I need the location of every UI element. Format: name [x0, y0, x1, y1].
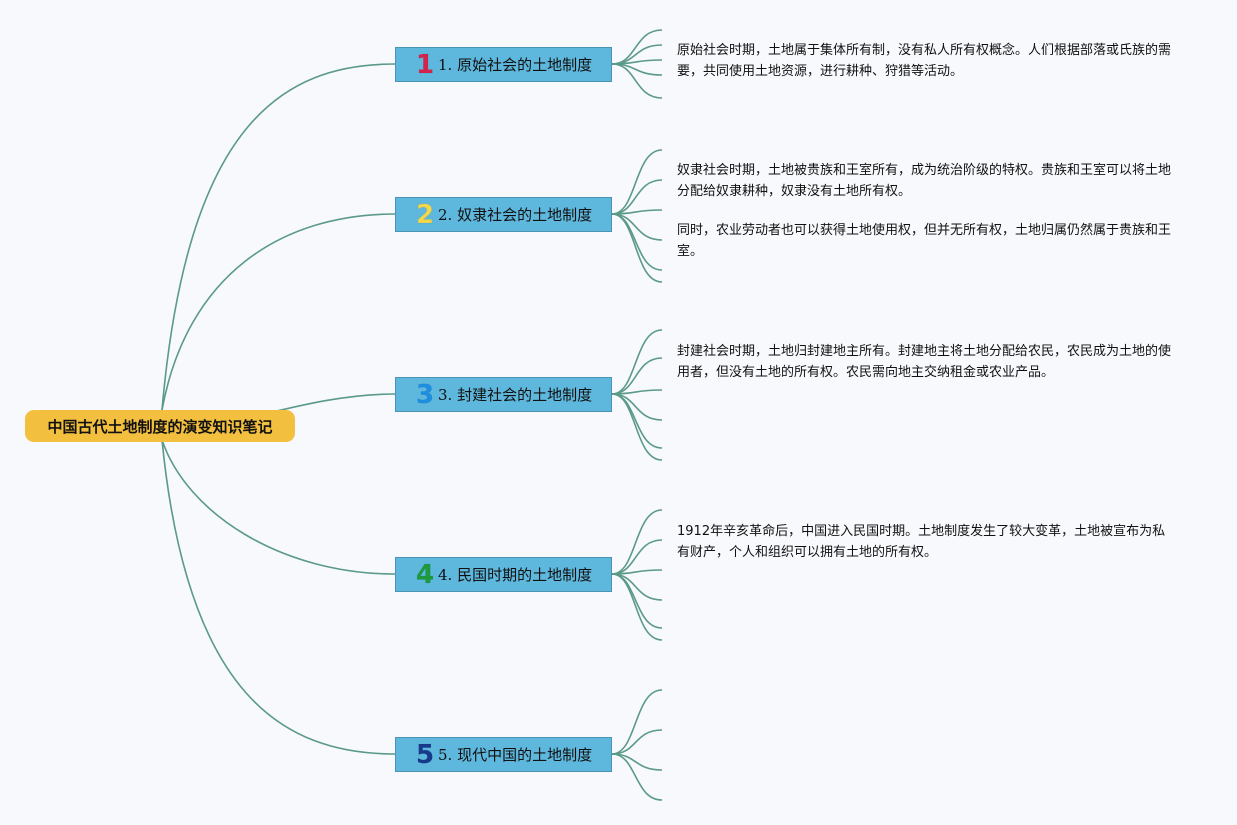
connector-root-branch-2	[161, 213, 396, 411]
connector-branch-4-leaf-2	[611, 539, 663, 575]
note-text: 1912年辛亥革命后，中国进入民国时期。土地制度发生了较大变革，土地被宣布为私有…	[677, 524, 1166, 560]
note-text: 原始社会时期，土地属于集体所有制，没有私人所有权概念。人们根据部落或氏族的需要，…	[677, 43, 1172, 79]
branch-1-note: 原始社会时期，土地属于集体所有制，没有私人所有权概念。人们根据部落或氏族的需要，…	[677, 40, 1172, 82]
connector-branch-5-leaf-2	[611, 729, 663, 755]
connector-root-branch-4	[161, 439, 396, 575]
connector-branch-3-leaf-6	[611, 393, 663, 461]
branch-2-label: 2. 奴隶社会的土地制度	[438, 206, 593, 224]
connector-root-branch-5	[161, 439, 396, 755]
connector-branch-1-leaf-1	[611, 29, 663, 65]
note-text: 封建社会时期，土地归封建地主所有。封建地主将土地分配给农民，农民成为土地的使用者…	[677, 344, 1172, 380]
branch-1-label: 1. 原始社会的土地制度	[438, 56, 593, 74]
connector-branch-2-leaf-5	[611, 213, 663, 271]
connector-branch-4-leaf-5	[611, 573, 663, 629]
branch-5-label: 5. 现代中国的土地制度	[438, 746, 593, 764]
branch-2-note: 奴隶社会时期，土地被贵族和王室所有，成为统治阶级的特权。贵族和王室可以将土地分配…	[677, 160, 1172, 262]
number-3-icon: 3	[415, 379, 435, 410]
connector-branch-2-leaf-6	[611, 213, 663, 283]
connector-root-branch-1	[161, 63, 396, 411]
connector-branch-4-leaf-1	[611, 509, 663, 575]
branch-3-topic[interactable]: 3 3. 封建社会的土地制度	[395, 377, 612, 412]
connector-branch-3-leaf-2	[611, 357, 663, 395]
connector-branch-3-leaf-5	[611, 393, 663, 449]
root-topic-label: 中国古代土地制度的演变知识笔记	[47, 417, 273, 436]
number-5-icon: 5	[415, 739, 435, 770]
branch-4-label: 4. 民国时期的土地制度	[438, 566, 593, 584]
connector-branch-2-leaf-2	[611, 179, 663, 215]
branch-5-topic[interactable]: 5 5. 现代中国的土地制度	[395, 737, 612, 772]
connector-branch-2-leaf-4	[611, 213, 663, 241]
number-1-icon: 1	[415, 49, 435, 80]
connector-branch-5-leaf-4	[611, 753, 663, 801]
branch-4-topic[interactable]: 4 4. 民国时期的土地制度	[395, 557, 612, 592]
connector-branch-5-leaf-1	[611, 689, 663, 755]
note-text: 奴隶社会时期，土地被贵族和王室所有，成为统治阶级的特权。贵族和王室可以将土地分配…	[677, 163, 1172, 199]
branch-1-topic[interactable]: 1 1. 原始社会的土地制度	[395, 47, 612, 82]
connector-branch-4-leaf-4	[611, 573, 663, 601]
connector-branch-3-leaf-4	[611, 393, 663, 421]
branch-2-topic[interactable]: 2 2. 奴隶社会的土地制度	[395, 197, 612, 232]
connector-branch-2-leaf-1	[611, 149, 663, 215]
number-2-icon: 2	[415, 199, 435, 230]
branch-3-note: 封建社会时期，土地归封建地主所有。封建地主将土地分配给农民，农民成为土地的使用者…	[677, 341, 1172, 383]
branch-4-note: 1912年辛亥革命后，中国进入民国时期。土地制度发生了较大变革，土地被宣布为私有…	[677, 521, 1172, 563]
note-text: 同时，农业劳动者也可以获得土地使用权，但并无所有权，土地归属仍然属于贵族和王室。	[677, 223, 1172, 259]
connector-branch-4-leaf-6	[611, 573, 663, 641]
root-topic[interactable]: 中国古代土地制度的演变知识笔记	[25, 410, 295, 442]
connector-branch-3-leaf-1	[611, 329, 663, 395]
number-4-icon: 4	[415, 559, 435, 590]
branch-3-label: 3. 封建社会的土地制度	[438, 386, 593, 404]
connector-branch-1-leaf-5	[611, 63, 663, 99]
